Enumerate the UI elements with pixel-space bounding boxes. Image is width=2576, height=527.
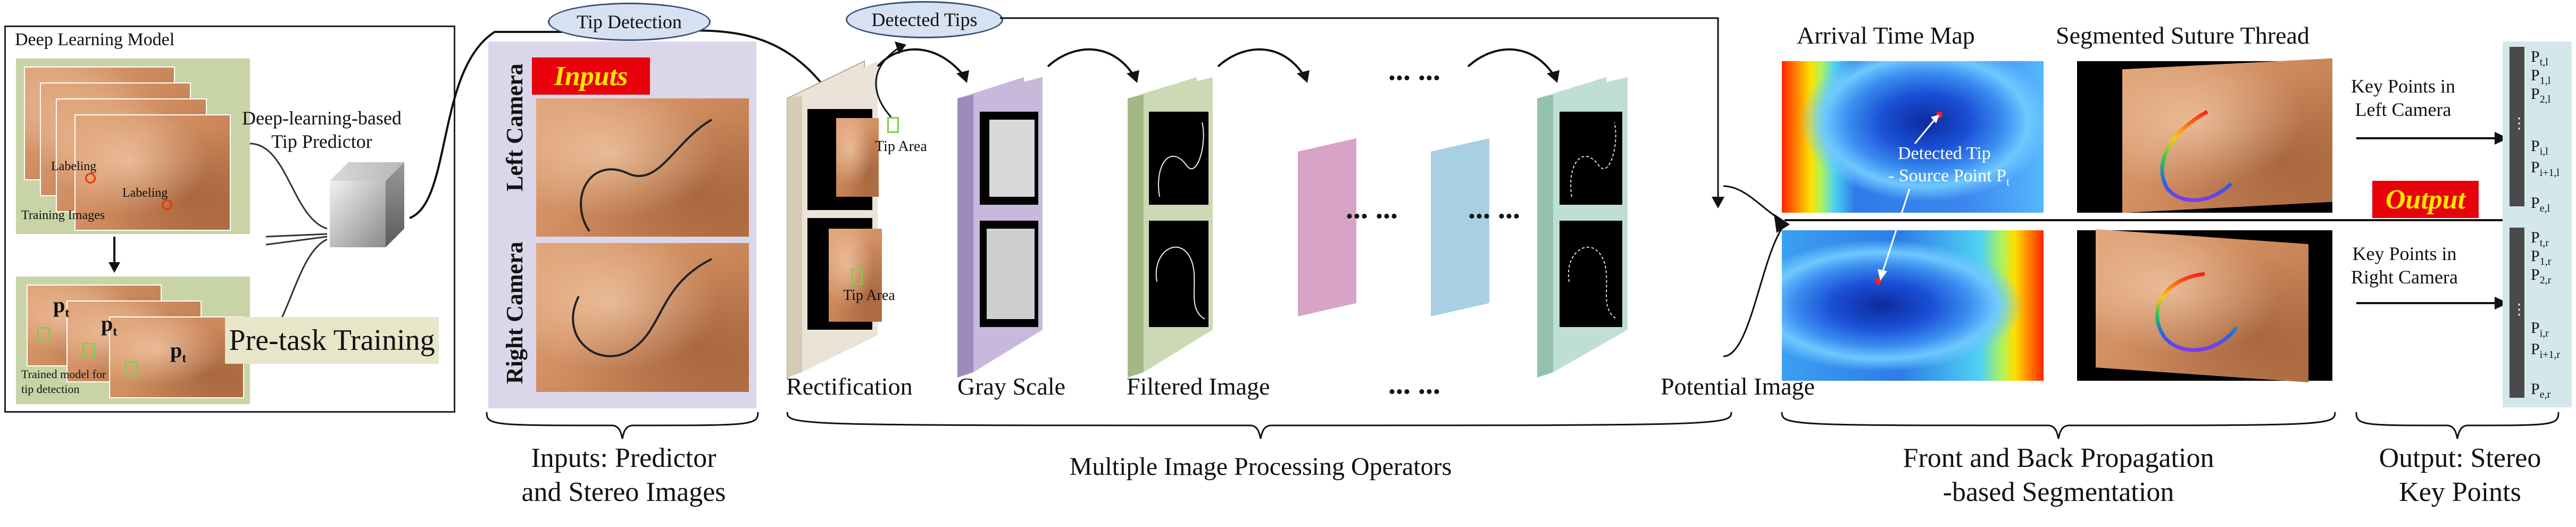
keypoint-item: Pi+1,l (2531, 158, 2560, 179)
down-arrow-icon (109, 237, 120, 273)
keypoint-item: P2,r (2531, 266, 2552, 286)
tip-marker-3: pt (170, 338, 187, 365)
detected-tip-arrows (1878, 115, 1939, 281)
pretask-training-label: Pre-task Training (225, 317, 439, 364)
trained-model-label: Trained model for tip detection (21, 367, 106, 396)
right-ellipsis: ⋮ (2512, 302, 2527, 318)
labeling-label-2: Labeling (122, 186, 168, 200)
detected-tips-arrow (875, 17, 1724, 208)
output-badge: Output (2372, 181, 2479, 218)
detected-tips-pill: Detected Tips (846, 1, 1003, 38)
deep-learning-model-title: Deep Learning Model (15, 30, 175, 49)
keypoint-arrows (2356, 132, 2508, 309)
caption-output: Output: Stereo Key Points (2379, 443, 2541, 507)
keypoint-item: P1,r (2531, 247, 2552, 267)
keypoint-item: Pe,r (2531, 380, 2551, 400)
caption-braces (486, 412, 2560, 439)
labeling-label-1: Labeling (51, 160, 97, 173)
source-point-label: - Source Point Pt (1888, 166, 2010, 188)
dots-top: ... ... (1388, 54, 1440, 87)
keypoint-item: Pi,l (2531, 137, 2548, 157)
tip-predictor-cube-icon (330, 162, 404, 247)
arrival-time-map-label: Arrival Time Map (1797, 22, 1975, 49)
right-keypoints-label: Key Points in Right Camera (2351, 243, 2458, 288)
dots-bottom: ... ... (1388, 367, 1440, 400)
keypoint-item: P2,l (2531, 85, 2551, 105)
filtered-image-label: Filtered Image (1127, 373, 1270, 400)
suture-thread-left (580, 119, 712, 232)
tip-area-label-1: Tip Area (875, 138, 927, 155)
keypoint-item: Pi+1,r (2531, 340, 2561, 361)
tip-area-box-1 (887, 117, 899, 133)
tip-area-box-2 (851, 269, 863, 285)
keypoint-item: Pt,r (2531, 229, 2549, 249)
gray-scale-label: Gray Scale (957, 373, 1066, 400)
rectification-label: Rectification (786, 373, 913, 400)
left-camera-image (536, 98, 749, 237)
keypoint-item: Pi,r (2531, 319, 2549, 339)
predictor-label: Deep-learning-based Tip Predictor (242, 107, 402, 152)
segmented-thread-label: Segmented Suture Thread (2056, 22, 2310, 49)
inputs-badge: Inputs (532, 57, 650, 95)
caption-inputs: Inputs: Predictor and Stereo Images (521, 443, 726, 507)
right-keypoint-column (2510, 228, 2524, 398)
tip-point-right (1875, 278, 1881, 285)
right-camera-label: Right Camera (502, 241, 528, 384)
keypoint-item: Pe,l (2531, 194, 2550, 214)
rectified-left-image (836, 118, 879, 197)
keypoint-item: P1,l (2531, 66, 2551, 87)
left-ellipsis: ⋮ (2512, 115, 2527, 132)
keypoint-item: Pt,l (2531, 48, 2548, 68)
detected-tip-label: Detected Tip (1898, 144, 1991, 163)
dots-mid-2: ... ... (1468, 192, 1520, 225)
colored-thread-curves (2155, 110, 2238, 352)
left-keypoint-column (2510, 47, 2524, 206)
dots-mid-1: ... ... (1346, 192, 1398, 225)
potential-to-segmentation-arrows (1723, 185, 1790, 357)
caption-segmentation: Front and Back Propagation -based Segmen… (1903, 443, 2214, 507)
arrival-map-right (1782, 230, 2044, 381)
left-camera-label: Left Camera (502, 63, 528, 191)
filtered-thread-drawings (1155, 122, 1618, 320)
suture-thread-right (572, 258, 712, 357)
stereo-separator-line (1785, 219, 2508, 221)
tip-marker-2: pt (101, 312, 118, 339)
left-keypoints-label: Key Points in Left Camera (2351, 76, 2456, 120)
training-images-stack: Labeling Labeling Training Images (16, 58, 250, 234)
rectified-right-image (829, 229, 882, 322)
training-images-label: Training Images (21, 208, 105, 222)
right-camera-image (536, 243, 749, 392)
tip-detection-pill: Tip Detection (548, 3, 711, 41)
caption-operators: Multiple Image Processing Operators (1069, 453, 1452, 481)
arrival-map-left (1782, 61, 2044, 213)
tip-marker-1: pt (53, 293, 70, 320)
tip-area-label-2: Tip Area (843, 287, 895, 304)
trained-model-stack: pt pt pt Trained model for tip detection (16, 277, 250, 404)
